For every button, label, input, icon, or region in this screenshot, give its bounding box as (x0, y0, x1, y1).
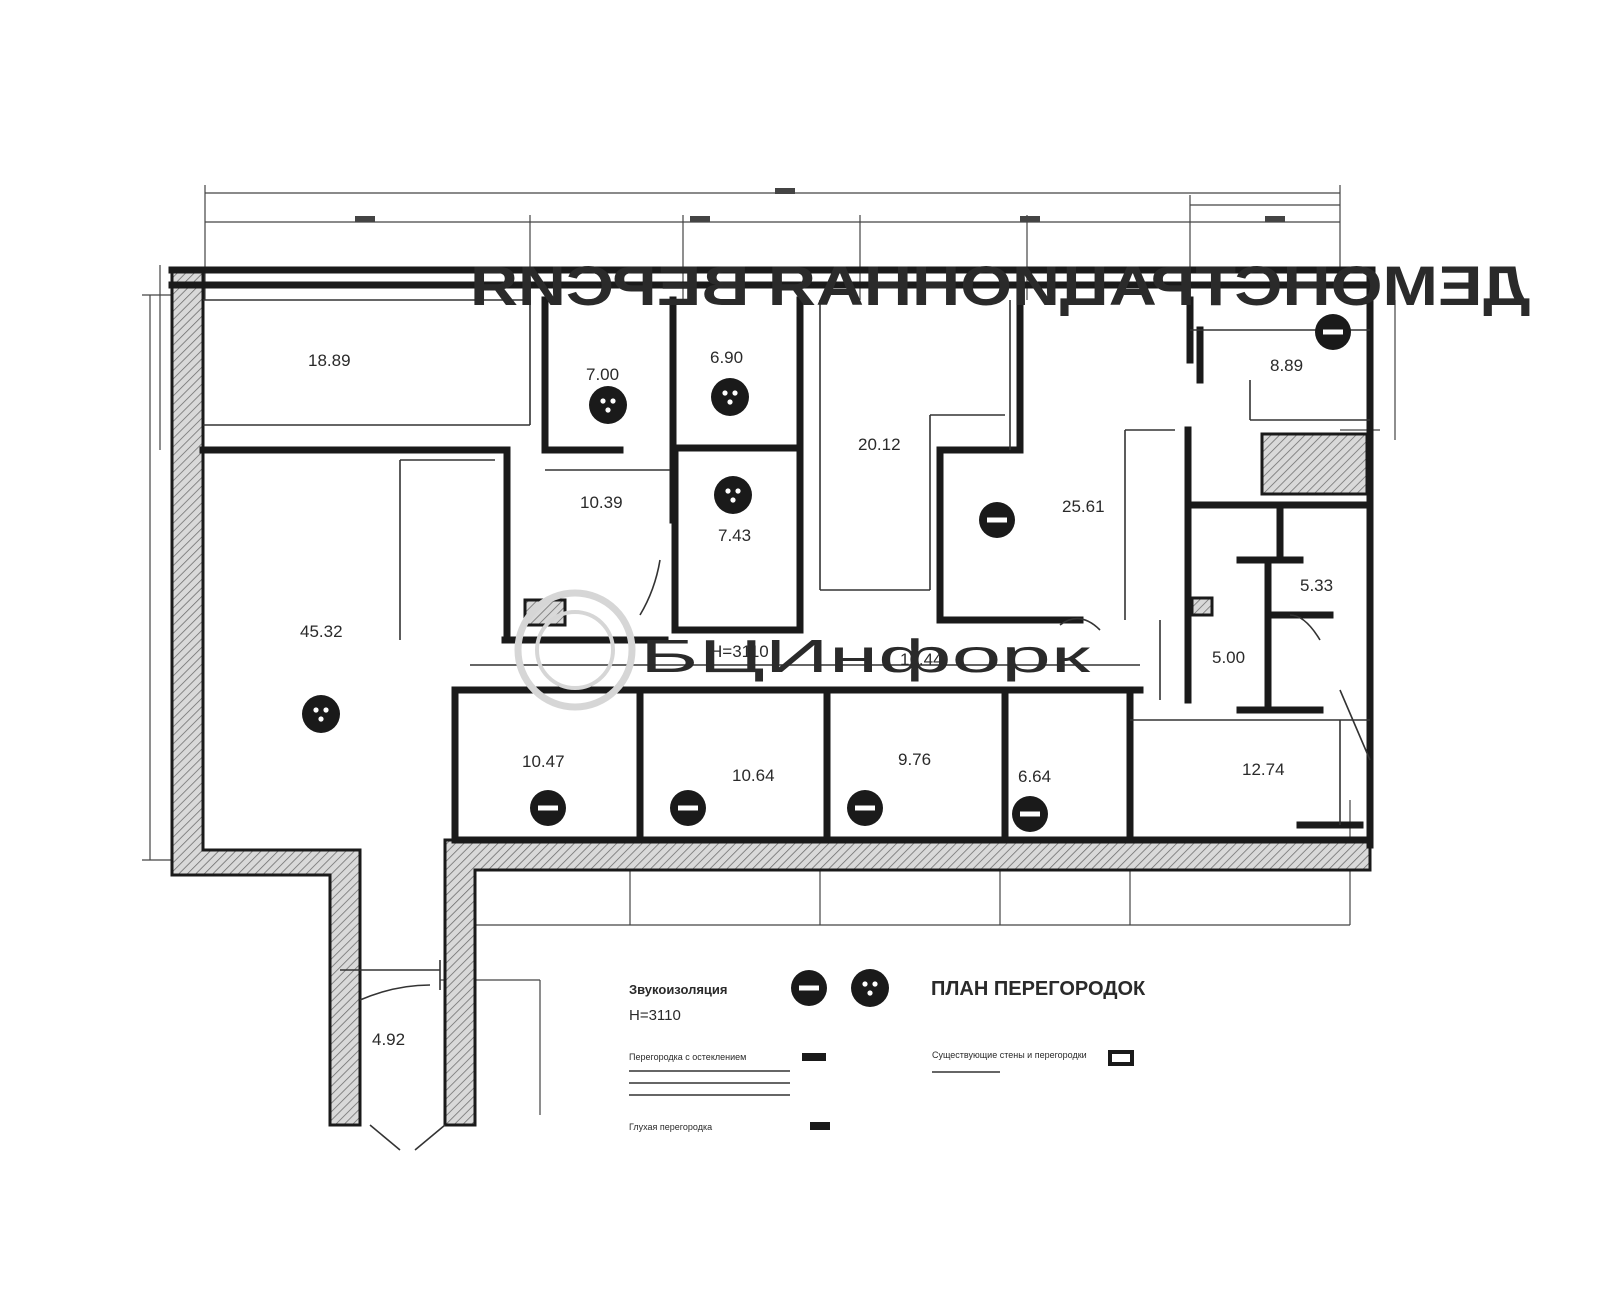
symbol-dotted (711, 378, 749, 416)
symbol-dotted (589, 386, 627, 424)
symbol-dashed (1012, 796, 1048, 832)
dimension-lines (142, 185, 1396, 1115)
legend-sound-label: Звукоизоляция (629, 982, 727, 997)
corridor-height: H=3110 (710, 642, 769, 661)
partition-lines (203, 299, 1371, 1151)
legend-height: H=3110 (629, 1007, 681, 1024)
room-area-label: 45.32 (300, 622, 343, 641)
symbol-dotted (714, 476, 752, 514)
legend-swatch-solid (810, 1122, 830, 1130)
sound-symbols (302, 314, 1351, 832)
symbol-dashed (847, 790, 883, 826)
room-area-label: 18.89 (308, 351, 351, 370)
legend-item-glazed: Перегородка с остеклением (629, 1052, 746, 1062)
room-area-label: 10.47 (522, 752, 565, 771)
room-area-label: 5.33 (1300, 576, 1333, 595)
room-area-label: 8.89 (1270, 356, 1303, 375)
symbol-dotted (302, 695, 340, 733)
room-area-label: 25.61 (1062, 497, 1105, 516)
legend-item-solid: Глухая перегородка (629, 1122, 712, 1132)
symbol-dashed (979, 502, 1015, 538)
room-area-label: 12.74 (1242, 760, 1285, 779)
room-area-label: 6.64 (1018, 767, 1051, 786)
symbol-dashed (530, 790, 566, 826)
symbol-dashed (1315, 314, 1351, 350)
demo-watermark: ДЕМОНСТРАЦИОННАЯ ВЕРСИЯ (470, 254, 1530, 317)
logo-watermark: БЦИнфорк (514, 589, 1092, 711)
symbol-dashed (670, 790, 706, 826)
legend: Звукоизоляция H=3110 ПЛАН ПЕРЕГОРОДОК Пе… (629, 969, 1146, 1132)
room-area-label: 10.64 (732, 766, 775, 785)
main-walls (168, 266, 1376, 849)
logo-text: БЦИнфорк (640, 630, 1092, 682)
room-area-label: 9.76 (898, 750, 931, 769)
room-area-label: 7.43 (718, 526, 751, 545)
room-area-label: 10.39 (580, 493, 623, 512)
room-area-label: 4.92 (372, 1030, 405, 1049)
legend-item-existing: Существующие стены и перегородки (932, 1050, 1087, 1060)
room-area-label: 7.00 (586, 365, 619, 384)
room-area-label: 20.12 (858, 435, 901, 454)
room-labels: 18.89 7.00 6.90 20.12 8.89 10.39 7.43 25… (300, 348, 1333, 1049)
room-area-label: 5.00 (1212, 648, 1245, 667)
legend-swatch-glazed (802, 1053, 826, 1061)
legend-symbol-dashed (791, 970, 827, 1006)
legend-symbol-dotted (851, 969, 889, 1007)
plan-title: ПЛАН ПЕРЕГОРОДОК (931, 978, 1146, 1000)
room-area-label: 16.44 (900, 650, 943, 669)
watermark-text: ДЕМОНСТРАЦИОННАЯ ВЕРСИЯ (470, 254, 1530, 317)
room-area-label: 6.90 (710, 348, 743, 367)
legend-swatch-existing (1108, 1050, 1134, 1066)
